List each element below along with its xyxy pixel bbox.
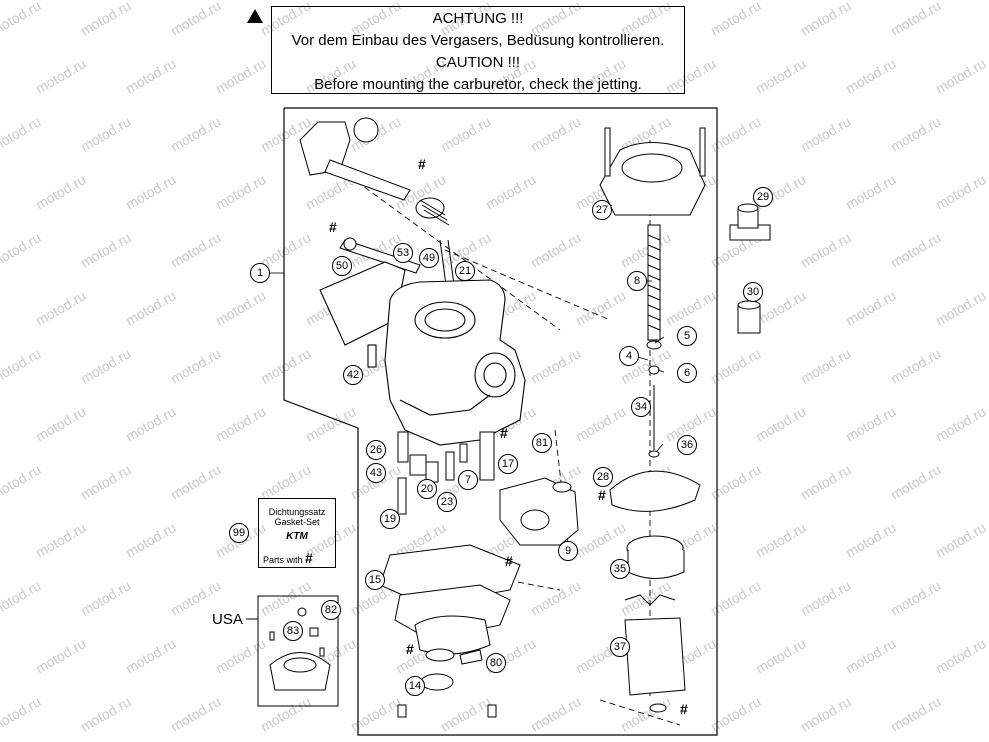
hash-mark: #: [329, 219, 337, 235]
callout-29[interactable]: 29: [753, 187, 773, 207]
main-frame-outline: [283, 107, 718, 736]
usa-kit-frame: [257, 595, 339, 707]
hash-mark: #: [505, 553, 513, 569]
callout-42[interactable]: 42: [343, 365, 363, 385]
callout-7[interactable]: 7: [458, 470, 478, 490]
callout-4[interactable]: 4: [619, 346, 639, 366]
callout-27[interactable]: 27: [592, 200, 612, 220]
callout-5[interactable]: 5: [677, 326, 697, 346]
callout-1[interactable]: 1: [250, 263, 270, 283]
warning-triangle-icon: [247, 9, 263, 23]
hash-mark: #: [418, 156, 426, 172]
warning-box: ACHTUNG !!! Vor dem Einbau des Vergasers…: [271, 6, 685, 94]
callout-21[interactable]: 21: [455, 261, 475, 281]
callout-9[interactable]: 9: [558, 541, 578, 561]
callout-49[interactable]: 49: [419, 248, 439, 268]
kit-parts-with: Parts with #: [259, 550, 335, 566]
callout-23[interactable]: 23: [437, 492, 457, 512]
ktm-logo: KTM: [286, 531, 308, 542]
kit-parts-with-label: Parts with: [263, 555, 303, 565]
jets-assembly: [397, 431, 495, 515]
callout-36[interactable]: 36: [677, 435, 697, 455]
kit-line-de: Dichtungssatz: [268, 507, 326, 517]
carburetor-body: [319, 261, 526, 446]
hash-mark: #: [406, 641, 414, 657]
callout-35[interactable]: 35: [610, 559, 630, 579]
callout-15[interactable]: 15: [365, 570, 385, 590]
usa-kit-parts: [269, 607, 331, 691]
callout-34[interactable]: 34: [631, 397, 651, 417]
hash-mark: #: [598, 487, 606, 503]
callout-19[interactable]: 19: [380, 509, 400, 529]
slide-assembly: [599, 127, 706, 713]
callout-37[interactable]: 37: [610, 637, 630, 657]
hash-mark: #: [500, 425, 508, 441]
callout-26[interactable]: 26: [366, 440, 386, 460]
callout-43[interactable]: 43: [366, 463, 386, 483]
kit-line-en: Gasket-Set: [274, 517, 320, 527]
spare-parts: [729, 203, 771, 334]
warning-line-1: ACHTUNG !!!: [432, 10, 524, 27]
warning-line-4: Before mounting the carburetor, check th…: [314, 76, 642, 93]
callout-81[interactable]: 81: [532, 433, 552, 453]
usa-label: USA: [212, 611, 243, 628]
callout-53[interactable]: 53: [393, 243, 413, 263]
callout-83[interactable]: 83: [283, 621, 303, 641]
kit-hash-symbol: #: [305, 550, 313, 566]
callout-30[interactable]: 30: [743, 282, 763, 302]
warning-line-3: CAUTION !!!: [435, 54, 521, 71]
throttle-shaft-assembly: [299, 117, 450, 226]
callout-6[interactable]: 6: [677, 363, 697, 383]
callout-28[interactable]: 28: [593, 467, 613, 487]
hash-mark: #: [680, 701, 688, 717]
callout-8[interactable]: 8: [627, 271, 647, 291]
callout-80[interactable]: 80: [486, 653, 506, 673]
callout-82[interactable]: 82: [321, 600, 341, 620]
callout-20[interactable]: 20: [417, 479, 437, 499]
callout-50[interactable]: 50: [332, 256, 352, 276]
callout-17[interactable]: 17: [498, 454, 518, 474]
gasket-kit-box: Dichtungssatz Gasket-Set KTM Parts with …: [258, 498, 336, 568]
callout-14[interactable]: 14: [405, 676, 425, 696]
callout-99[interactable]: 99: [229, 523, 249, 543]
warning-line-2: Vor dem Einbau des Vergasers, Bedüsung k…: [291, 32, 665, 49]
